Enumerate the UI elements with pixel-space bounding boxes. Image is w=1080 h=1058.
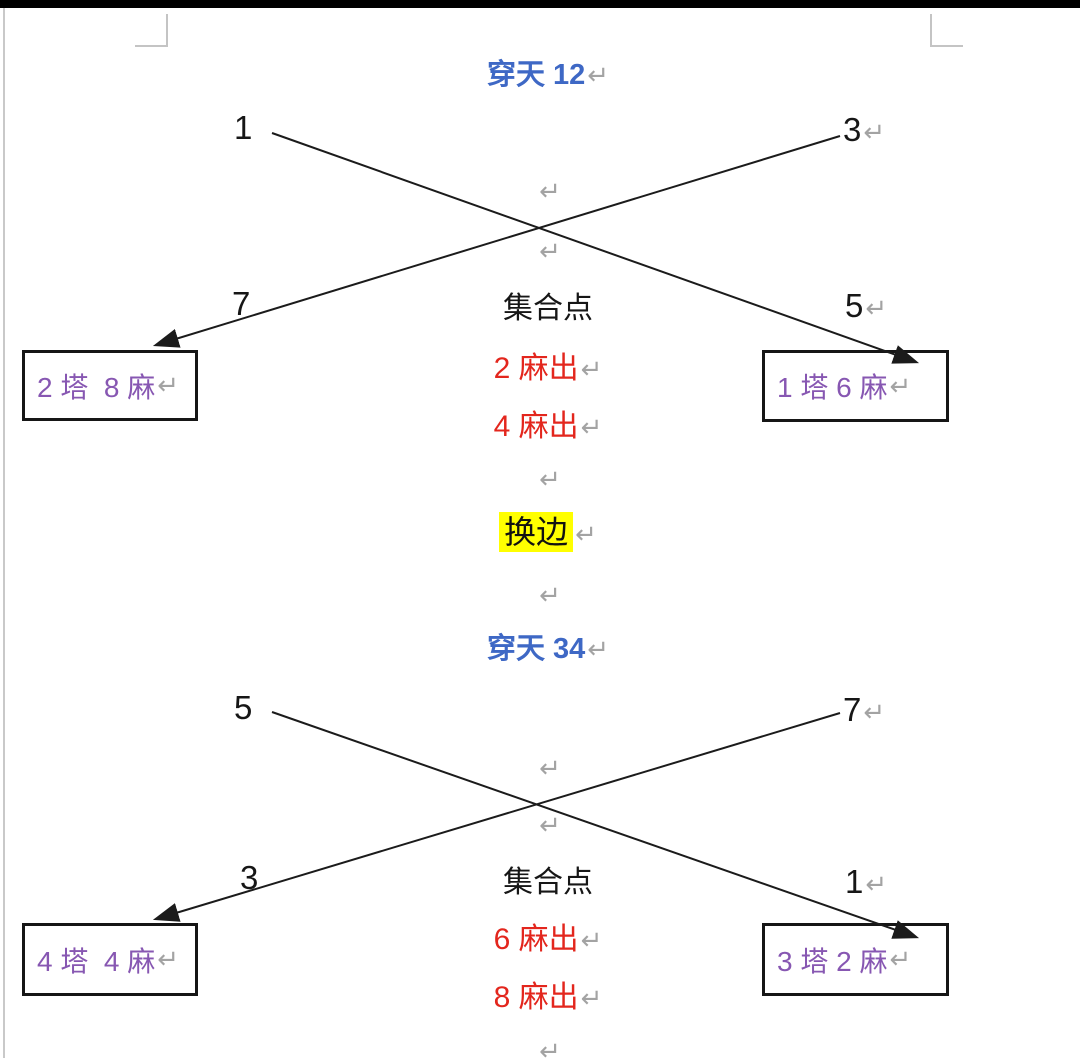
section-title-1-text: 穿天 12 [486, 59, 586, 91]
node-label-1-top-left: 1 [234, 109, 253, 146]
node-label-2-top-right-text: 7 [843, 691, 862, 728]
left-result-box-1-text: 2 塔 8 麻 [37, 371, 156, 403]
paragraph-mark-icon: ↵ [863, 117, 886, 147]
node-label-1-top-right: 3↵ [843, 112, 885, 150]
red-note-line: 4 麻出↵ [8, 410, 1080, 444]
left-result-box-2-text: 4 塔 4 麻 [37, 945, 156, 977]
divider-line: 换边↵ [8, 512, 1080, 554]
paragraph-mark-icon: ↵ [580, 412, 603, 442]
node-label-1-top-right-text: 3 [843, 111, 862, 148]
arrow-line-s1-left-to-rightbox[interactable] [271, 132, 920, 364]
paragraph-mark-icon: ↵ [587, 634, 610, 664]
node-label-2-top-right: 7↵ [843, 692, 885, 730]
margin-corner-top-left-icon [135, 14, 168, 47]
paragraph-mark-icon: ↵ [889, 370, 912, 401]
paragraph-mark-icon: ↵ [580, 354, 603, 384]
arrow-line-s2-right-to-leftbox[interactable] [152, 712, 841, 922]
paragraph-mark-icon: ↵ [863, 697, 886, 727]
node-label-2-mid-left: 3 [240, 859, 259, 896]
red-note-line: 2 麻出↵ [8, 352, 1080, 386]
paragraph-mark-icon: ↵ [157, 944, 180, 974]
page-left-edge [3, 8, 5, 1058]
red-note-line-text: 6 麻出 [493, 923, 579, 956]
meeting-point-heading-1: 集合点 [503, 292, 593, 325]
node-label-1-mid-right: 5↵ [845, 288, 887, 326]
paragraph-mark-icon: ↵ [539, 1036, 561, 1058]
paragraph-mark-icon: ↵ [157, 370, 180, 400]
red-note-line: 8 麻出↵ [8, 981, 1080, 1015]
paragraph-mark-icon: ↵ [587, 60, 610, 90]
node-label-2-mid-right-text: 1 [845, 863, 864, 900]
node-label-2-top-left: 5 [234, 689, 253, 726]
arrow-line-s2-left-to-rightbox[interactable] [271, 711, 920, 939]
paragraph-mark-icon: ↵ [580, 925, 603, 955]
paragraph-mark-icon: ↵ [539, 176, 561, 206]
paragraph-mark-icon: ↵ [539, 753, 561, 783]
right-result-box-2-text: 3 塔 2 麻 [777, 945, 888, 977]
section-title-2: 穿天 34↵ [8, 632, 1080, 666]
node-label-1-mid-right-text: 5 [845, 287, 864, 324]
red-note-line-text: 8 麻出 [493, 981, 579, 1014]
paragraph-mark-icon: ↵ [865, 869, 888, 899]
paragraph-mark-icon: ↵ [580, 983, 603, 1013]
red-note-line-text: 4 麻出 [493, 410, 579, 443]
paragraph-mark-icon: ↵ [575, 519, 597, 549]
paragraph-mark-icon: ↵ [539, 464, 561, 494]
left-result-box-1[interactable]: 2 塔 8 麻↵ [22, 350, 198, 421]
paragraph-mark-icon: ↵ [539, 810, 561, 840]
right-result-box-2[interactable]: 3 塔 2 麻↵ [762, 923, 949, 996]
section-title-2-text: 穿天 34 [486, 633, 586, 665]
right-result-box-1[interactable]: 1 塔 6 麻↵ [762, 350, 949, 422]
paragraph-mark-icon: ↵ [539, 580, 561, 610]
red-note-line: 6 麻出↵ [8, 923, 1080, 957]
arrow-line-s1-right-to-leftbox[interactable] [152, 135, 841, 348]
window-top-edge [0, 0, 1080, 8]
section-title-1: 穿天 12↵ [8, 58, 1080, 92]
left-result-box-2[interactable]: 4 塔 4 麻↵ [22, 923, 198, 996]
meeting-point-heading-2: 集合点 [503, 866, 593, 899]
right-result-box-1-text: 1 塔 6 麻 [777, 372, 888, 403]
paragraph-mark-icon: ↵ [889, 944, 912, 974]
red-note-line-text: 2 麻出 [493, 352, 579, 385]
margin-corner-top-right-icon [930, 14, 963, 47]
highlight-divider-text: 换边 [499, 512, 574, 552]
node-label-2-mid-right: 1↵ [845, 864, 887, 902]
node-label-1-mid-left: 7 [232, 285, 251, 322]
paragraph-mark-icon: ↵ [865, 293, 888, 323]
paragraph-mark-icon: ↵ [539, 236, 561, 266]
